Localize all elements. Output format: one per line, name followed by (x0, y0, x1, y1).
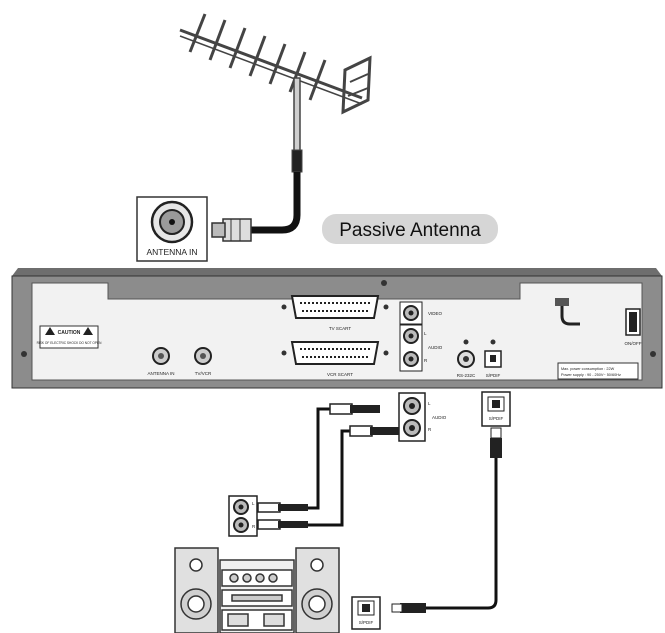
f-connector (211, 218, 252, 242)
audio-detail-r: R (428, 427, 432, 432)
spdif-detail-label: S/PDIF (489, 416, 504, 421)
power-rating-label: Max. power consumption : 22W Power suppl… (557, 362, 639, 380)
tv-scart-port: TV SCART (281, 295, 389, 331)
receiver-spdif-label: S/PDIF (486, 373, 501, 378)
receiver-rca-group: VIDEO L AUDIO R (399, 301, 443, 372)
vcr-scart-port: VCR SCART (281, 341, 389, 377)
optical-cable (391, 427, 502, 613)
receiver-audio-label: AUDIO (428, 345, 443, 350)
caution-title: CAUTION (58, 330, 81, 336)
caution-text: RISK OF ELECTRIC SHOCK DO NOT OPEN (37, 341, 102, 345)
receiver-audio-r: R (424, 358, 428, 363)
vcr-scart-label: VCR SCART (327, 372, 353, 377)
antenna-in-jack-label: ANTENNA IN (146, 247, 197, 257)
receiver-antenna-in-label: ANTENNA IN (147, 371, 174, 376)
antenna-cable (250, 172, 301, 234)
amp-audio-l: L (252, 501, 255, 506)
power-line-1: Max. power consumption : 22W (561, 367, 615, 371)
power-switch: ON/OFF (625, 308, 642, 346)
spdif-output-detail: S/PDIF (481, 391, 511, 427)
receiver-antenna-in: ANTENNA IN (147, 347, 175, 376)
receiver-spdif-port: S/PDIF (484, 339, 502, 378)
audio-output-detail: L AUDIO R (398, 392, 447, 442)
amp-spdif-input: S/PDIF (351, 596, 381, 630)
receiver-tv-vcr-label: TV/VCR (195, 371, 212, 376)
onoff-label: ON/OFF (625, 341, 642, 346)
caution-label: CAUTION RISK OF ELECTRIC SHOCK DO NOT OP… (37, 325, 102, 349)
audio-detail-label: AUDIO (432, 415, 447, 420)
receiver-rs232-port: RS-232C (457, 339, 476, 378)
tv-scart-label: TV SCART (329, 326, 351, 331)
audio-cable-pair (308, 407, 350, 527)
receiver-rs232-label: RS-232C (457, 373, 476, 378)
receiver-tv-vcr-out: TV/VCR (194, 347, 212, 376)
amp-audio-r: R (252, 524, 256, 529)
passive-antenna-label: Passive Antenna (339, 220, 481, 241)
amp-audio-input-panel: L R (228, 495, 308, 537)
audio-detail-l: L (428, 401, 431, 406)
amp-spdif-label: S/PDIF (359, 620, 374, 625)
yagi-antenna (179, 13, 372, 173)
receiver-audio-l: L (424, 331, 427, 336)
power-cord (555, 298, 580, 326)
hifi-amplifier (174, 547, 340, 633)
receiver-video-label: VIDEO (428, 311, 443, 316)
power-line-2: Power supply : 90 - 250V~ 50/60Hz (561, 373, 621, 377)
passive-antenna-badge: Passive Antenna (322, 214, 498, 244)
antenna-in-jack: ANTENNA IN (136, 196, 208, 262)
receiver-rear-panel (11, 268, 663, 389)
rca-plugs-receiver-side (329, 403, 400, 437)
